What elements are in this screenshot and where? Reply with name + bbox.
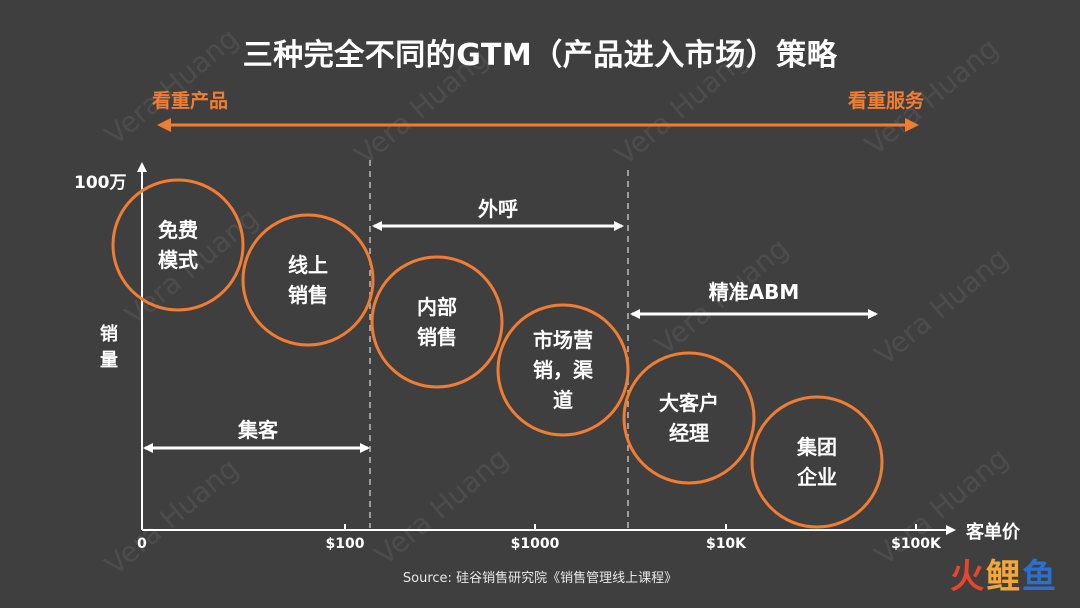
circle-label-line: 线上 [288,253,328,277]
range-label-waihu: 外呼 [478,197,518,221]
circle-inside-sales [370,255,504,389]
circle-label-line: 模式 [158,248,198,272]
circle-label-line: 经理 [669,421,709,445]
circle-label-line: 内部 [417,295,457,319]
circle-label-line: 销，渠 [533,358,593,382]
circle-label-line: 销售 [417,325,457,349]
y-axis-label: 销 量 [100,322,118,374]
range-label-jike: 集客 [238,418,278,442]
circle-label-enterprise: 集团 企业 [752,432,882,492]
logo-char: 鱼 [1022,557,1058,597]
x-tick-label: $100 [325,536,365,552]
circle-enterprise [750,395,884,529]
circle-free-model [111,178,245,312]
circle-label-line: 道 [553,388,573,412]
range-label-abm: 精准ABM [708,280,800,304]
circle-label-marketing-channel: 市场营 销，渠 道 [498,325,628,415]
source-note: Source: 硅谷销售研究院《销售管理线上课程》 [402,571,678,586]
circle-label-line: 市场营 [533,328,593,352]
y-axis-max-label: 100万 [74,173,127,193]
y-axis-label-line: 量 [100,350,118,371]
circle-label-line: 企业 [797,465,837,489]
focus-service-label: 看重服务 [848,90,925,112]
circle-label-key-account: 大客户 经理 [624,388,754,448]
circle-online-sales [241,213,375,347]
y-axis-label-line: 销 [100,324,118,345]
page-title: 三种完全不同的GTM（产品进入市场）策略 [242,38,838,73]
circle-marketing-channel [496,303,630,437]
x-tick-label: $1000 [510,536,560,552]
logo-char: 鲤 [986,557,1022,597]
x-axis-label: 客单价 [966,522,1020,543]
x-tick-label: $100K [891,536,941,552]
circle-label-line: 免费 [158,218,198,242]
logo-char: 火 [950,557,986,597]
circle-label-line: 集团 [797,435,837,459]
brand-logo: 火鲤鱼 [950,549,1058,598]
circle-key-account [622,351,756,485]
circle-label-online-sales: 线上 销售 [243,250,373,310]
x-tick-label: $10K [705,536,747,552]
circle-label-line: 大客户 [659,391,719,415]
circle-label-free-model: 免费 模式 [113,215,243,275]
circle-label-inside-sales: 内部 销售 [372,292,502,352]
x-tick-label: 0 [137,536,147,552]
focus-product-label: 看重产品 [152,90,229,112]
circle-label-line: 销售 [288,283,328,307]
